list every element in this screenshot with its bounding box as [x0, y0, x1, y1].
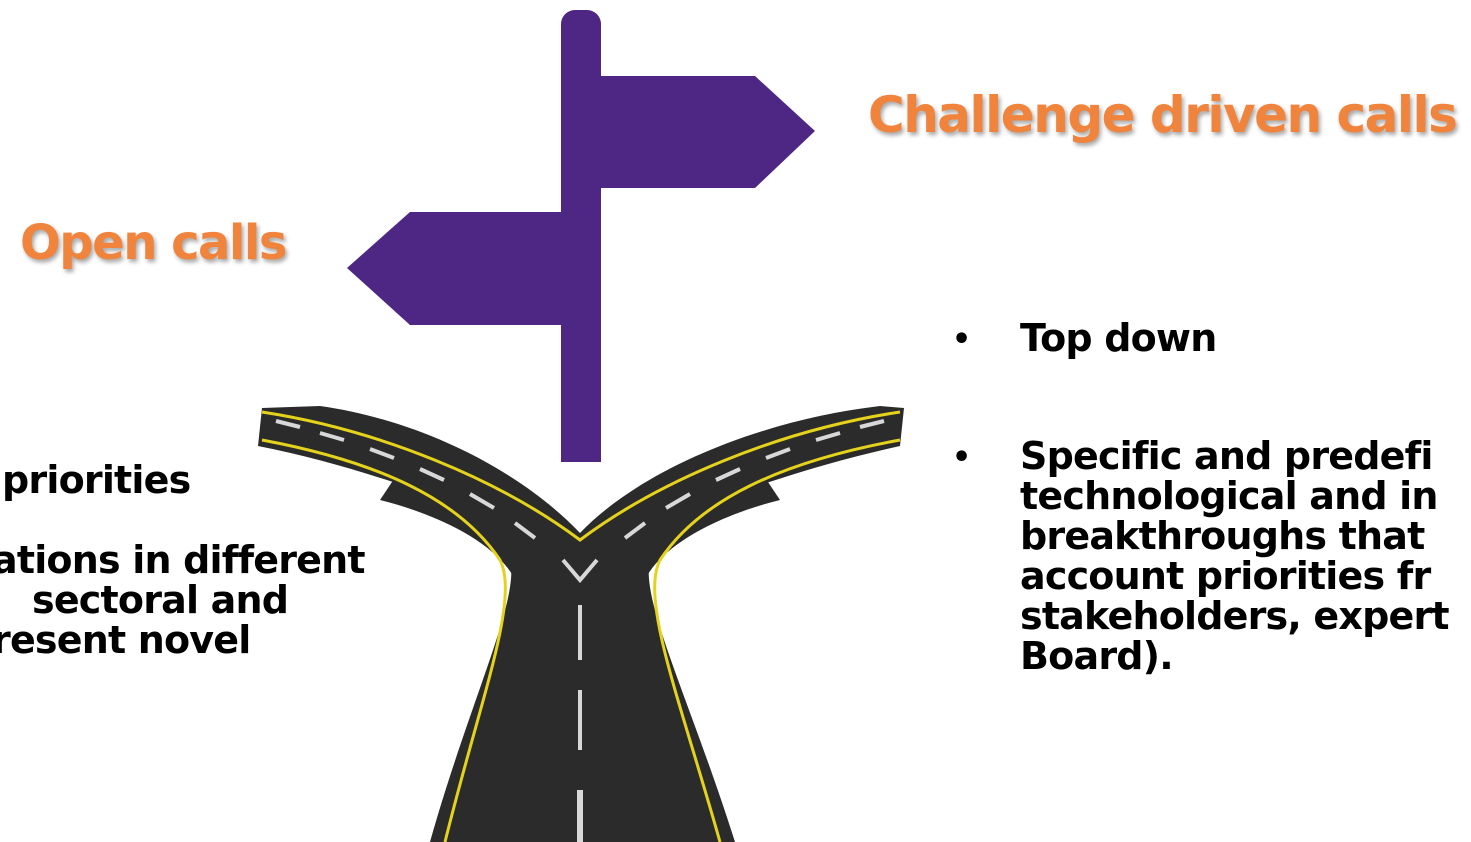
forked-road-icon	[258, 406, 904, 842]
open-calls-line: ations in different	[0, 538, 366, 582]
bullet-line: stakeholders, expert	[1020, 594, 1450, 638]
bullet-line: Specific and predefi	[1020, 434, 1433, 478]
road-edge-line	[261, 438, 507, 842]
open-calls-description-cont: ations in different sectoral and resent …	[0, 538, 366, 662]
bullet-text: Specific and predefi technological and i…	[1020, 434, 1450, 678]
bullet-dot: •	[952, 322, 972, 357]
open-calls-line: resent novel	[0, 618, 251, 662]
bullet-line: technological and in	[1020, 474, 1438, 518]
open-calls-heading: Open calls	[20, 215, 287, 271]
sign-arrow-left	[347, 212, 561, 325]
bullet-text: Top down	[1020, 316, 1217, 360]
bullet-line: breakthroughs that	[1020, 514, 1425, 558]
signpost-icon	[347, 10, 815, 462]
sign-arrow-right	[601, 76, 815, 188]
open-calls-line: priorities	[2, 458, 191, 502]
challenge-driven-heading: Challenge driven calls	[868, 86, 1458, 144]
road-edge-line	[653, 438, 901, 842]
open-calls-description: priorities	[2, 458, 191, 502]
bullet-line: account priorities fr	[1020, 554, 1431, 598]
bullet-line: Board).	[1020, 634, 1174, 678]
open-calls-line: sectoral and	[32, 578, 289, 622]
lane-markings	[275, 419, 885, 842]
road-trunk	[430, 533, 735, 842]
bullet-dot: •	[952, 440, 972, 475]
road-edge-line	[261, 410, 901, 542]
